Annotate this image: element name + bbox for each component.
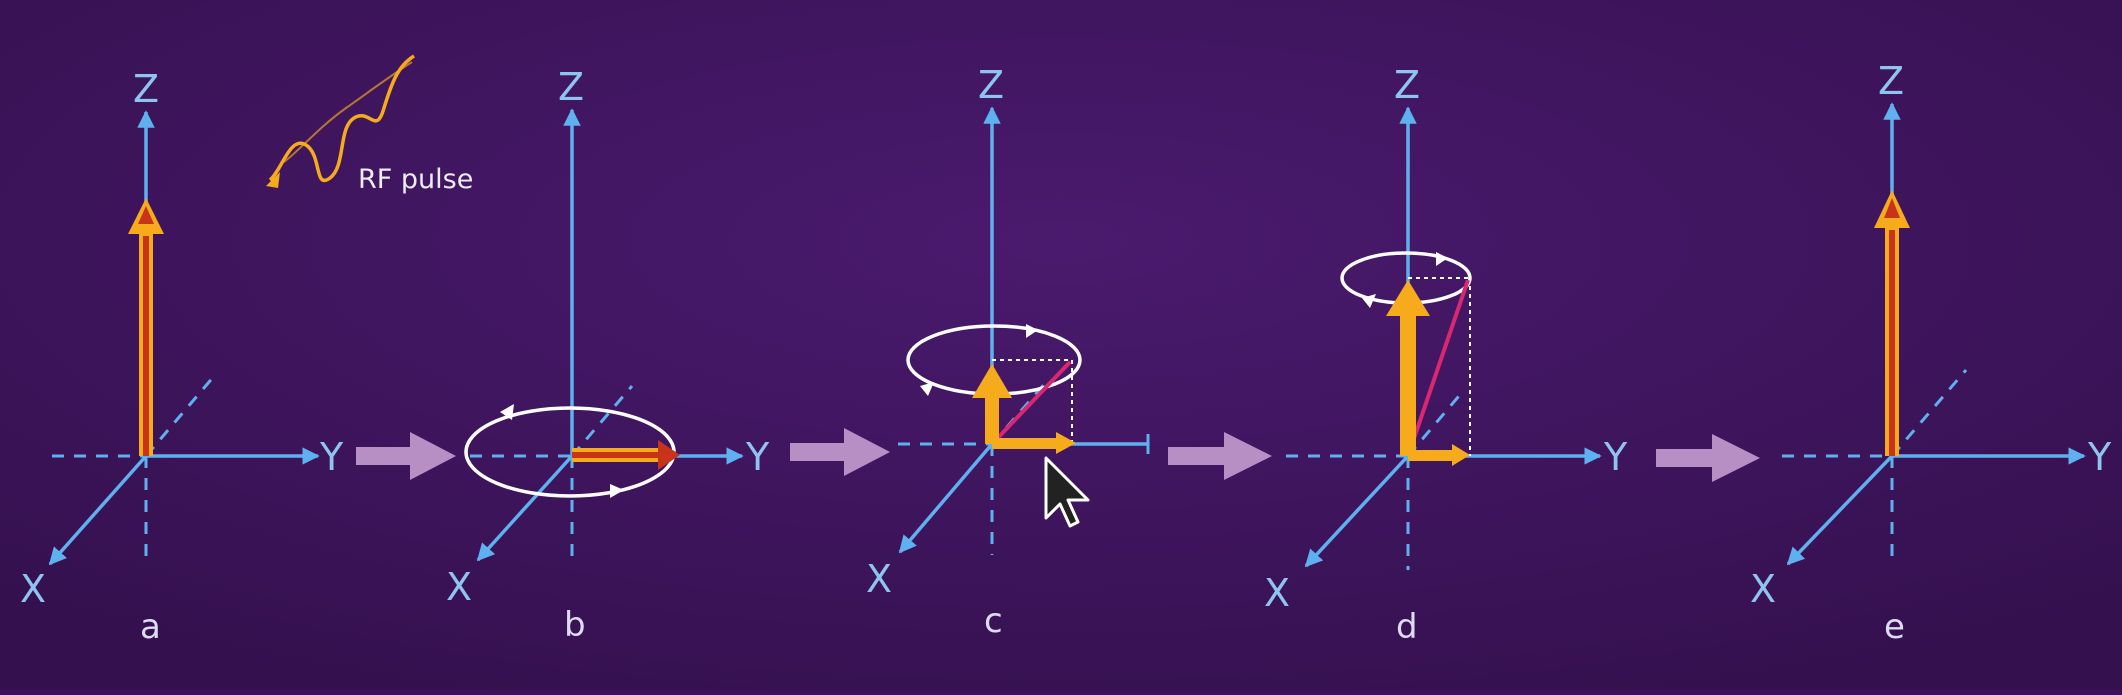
longitudinal-vector: [1386, 280, 1430, 456]
axis-x-label: X: [1750, 567, 1776, 611]
panel-label-b: b: [564, 605, 586, 645]
transition-arrow-2: [790, 428, 890, 476]
axis-y-label: Y: [2087, 435, 2112, 479]
axis-z-label: Z: [978, 63, 1004, 107]
axis-x-label: X: [1264, 571, 1290, 615]
rf-arrowhead-icon: [266, 172, 280, 188]
axis-x: [48, 454, 148, 566]
transition-arrow-3: [1168, 432, 1272, 480]
axis-x: [1786, 454, 1894, 566]
axis-z-label: Z: [1878, 59, 1904, 103]
precession-arrow-icon: [920, 382, 934, 396]
panel-label-e: e: [1884, 607, 1905, 647]
axis-y-label: Y: [1603, 435, 1628, 479]
axis-x-dashed: [144, 374, 217, 457]
axis-x-label: X: [866, 557, 892, 601]
panel-b: Z Y X b: [446, 65, 770, 645]
mouse-cursor-icon: [1044, 456, 1090, 528]
panel-c: Z X c: [866, 63, 1150, 641]
axis-x: [1304, 454, 1410, 568]
axis-x-dashed: [1406, 389, 1466, 457]
magnetization-vector: [1874, 190, 1910, 456]
precession-arrow-icon: [1362, 294, 1376, 308]
precession-arrow-icon: [1026, 324, 1038, 338]
panel-d: Z Y X d: [1264, 63, 1628, 647]
rf-wave-icon: [268, 54, 415, 183]
transition-arrow-4: [1656, 434, 1760, 482]
axis-x-dashed: [1890, 369, 1968, 457]
panel-a: Z Y X a: [20, 67, 344, 647]
transverse-vector: [1408, 444, 1470, 466]
rf-pulse-label: RF pulse: [358, 164, 473, 195]
axis-x: [898, 442, 994, 554]
axis-x: [476, 454, 574, 562]
axis-z-label: Z: [133, 67, 159, 111]
axis-z-label: Z: [558, 65, 584, 109]
transition-arrow-1: [356, 432, 456, 480]
axis-x-dashed: [570, 385, 634, 457]
precession-arrow-icon: [1436, 252, 1448, 266]
axis-z-label: Z: [1394, 63, 1420, 107]
magnetization-vector: [572, 440, 680, 470]
panel-label-c: c: [984, 601, 1003, 641]
precession-arrow-icon: [610, 484, 624, 498]
tilted-vector: [990, 360, 1072, 446]
axis-x-label: X: [20, 567, 46, 611]
panel-label-a: a: [140, 607, 161, 647]
precession-arrow-icon: [500, 404, 514, 420]
axis-x-label: X: [446, 565, 472, 609]
longitudinal-vector: [972, 364, 1012, 444]
axis-y-label: Y: [745, 435, 770, 479]
rf-pulse: RF pulse: [266, 54, 473, 195]
tilted-vector: [1406, 279, 1470, 457]
axis-y-label: Y: [319, 435, 344, 479]
panel-e: Z Y X e: [1750, 59, 2112, 647]
transverse-vector: [992, 432, 1076, 454]
panel-label-d: d: [1396, 607, 1418, 647]
magnetization-vector: [128, 198, 164, 456]
